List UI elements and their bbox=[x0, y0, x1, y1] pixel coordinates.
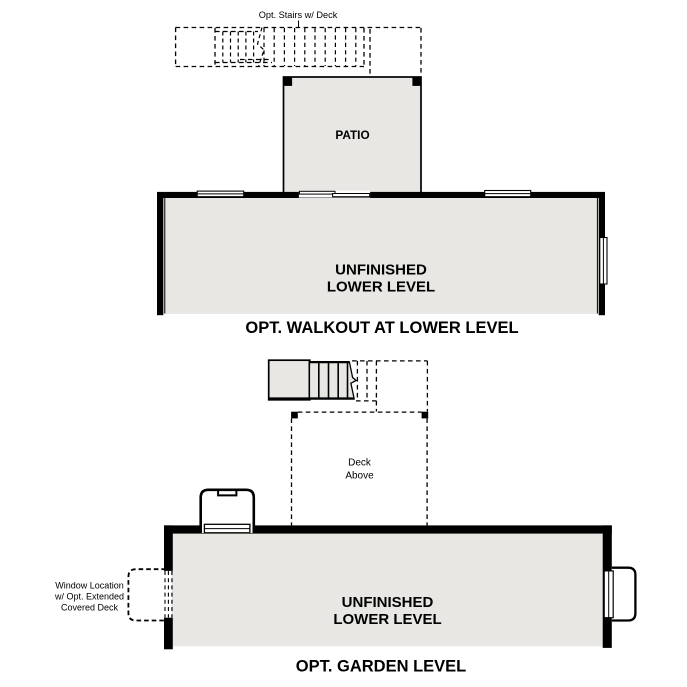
svg-text:UNFINISHED: UNFINISHED bbox=[342, 594, 434, 611]
svg-text:Above: Above bbox=[345, 471, 374, 482]
svg-text:w/ Opt. Extended: w/ Opt. Extended bbox=[54, 591, 124, 601]
svg-text:Opt. Stairs w/ Deck: Opt. Stairs w/ Deck bbox=[259, 10, 338, 20]
svg-text:UNFINISHED: UNFINISHED bbox=[335, 262, 427, 279]
svg-text:OPT. WALKOUT AT LOWER LEVEL: OPT. WALKOUT AT LOWER LEVEL bbox=[245, 319, 518, 337]
svg-text:LOWER LEVEL: LOWER LEVEL bbox=[333, 611, 441, 628]
svg-text:OPT. GARDEN LEVEL: OPT. GARDEN LEVEL bbox=[296, 657, 467, 675]
svg-text:LOWER LEVEL: LOWER LEVEL bbox=[327, 279, 435, 296]
svg-text:Deck: Deck bbox=[348, 458, 372, 469]
svg-text:Window Location: Window Location bbox=[55, 580, 124, 590]
svg-text:PATIO: PATIO bbox=[335, 128, 369, 142]
svg-text:Covered Deck: Covered Deck bbox=[61, 602, 119, 612]
